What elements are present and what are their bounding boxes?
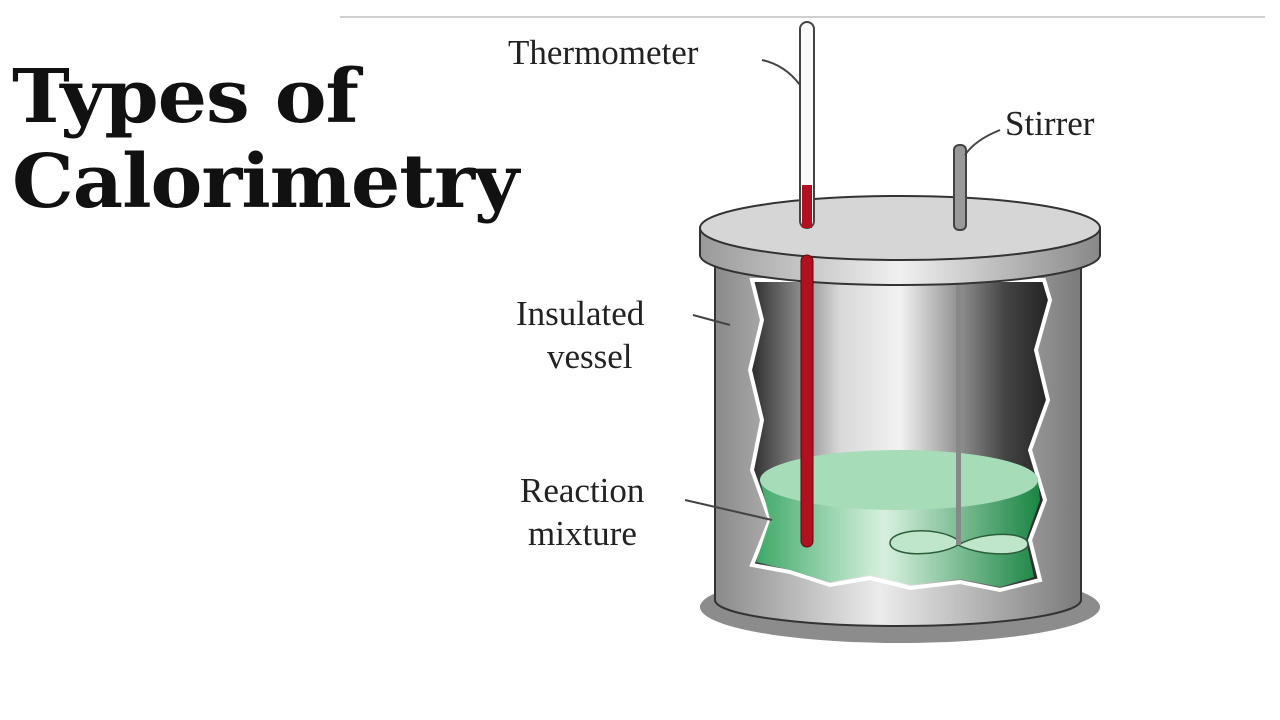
label-stirrer: Stirrer bbox=[1005, 104, 1095, 143]
liquid-surface bbox=[760, 450, 1038, 510]
title-line-1: Types of bbox=[12, 54, 359, 140]
label-thermometer: Thermometer bbox=[508, 33, 699, 72]
leader-lines bbox=[684, 59, 1001, 521]
label-insulated-2: vessel bbox=[547, 337, 633, 376]
insulated-vessel bbox=[714, 230, 1082, 627]
lid bbox=[699, 195, 1101, 286]
label-reaction-1: Reaction bbox=[520, 471, 644, 510]
thermometer bbox=[799, 21, 815, 548]
title-line-2: Calorimetry bbox=[12, 139, 519, 225]
label-reaction-2: mixture bbox=[528, 514, 637, 553]
label-insulated-1: Insulated bbox=[516, 294, 645, 333]
stirrer-handle bbox=[953, 144, 967, 231]
stirrer-rod bbox=[956, 230, 961, 545]
